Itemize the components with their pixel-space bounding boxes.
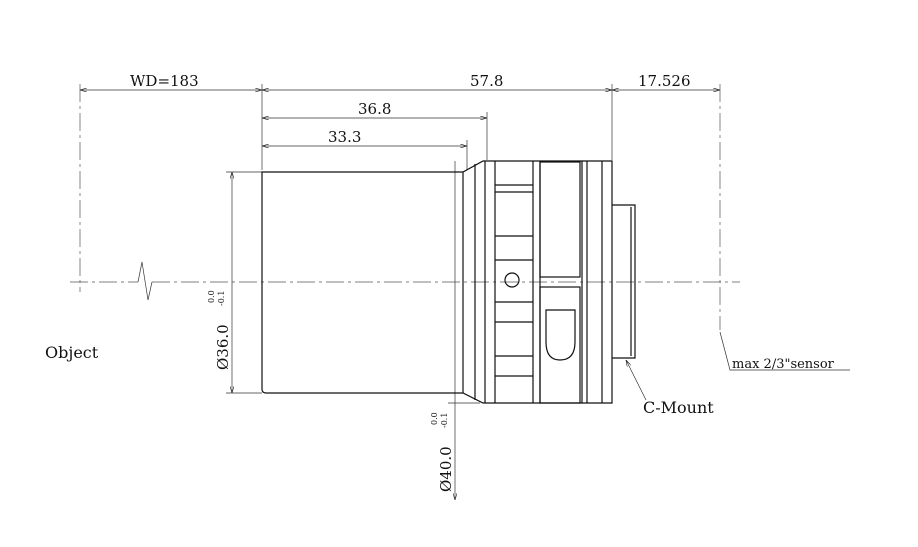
ring-tol-lower: -0.1: [440, 413, 449, 428]
flange-back-label: 17.526: [638, 72, 691, 90]
front-diameter-label: Ø36.0: [214, 324, 232, 370]
sensor-leader: [719, 331, 850, 371]
c-mount-label: C-Mount: [643, 398, 714, 417]
object-label: Object: [45, 343, 99, 362]
front-tol-lower: -0.1: [217, 291, 226, 306]
c-mount-thread: [612, 204, 636, 359]
c-mount-leader: [626, 360, 647, 401]
lock-screw-hole: [504, 272, 520, 288]
optical-axis: [70, 261, 740, 301]
front-tol-upper: 0.0: [207, 290, 216, 303]
barrel-length-1-label: 36.8: [358, 100, 391, 118]
extension-lines: [226, 84, 613, 404]
aperture-slot: [545, 309, 576, 361]
wd-label: WD=183: [130, 72, 199, 90]
ring-tol-upper: 0.0: [430, 412, 439, 425]
dimension-lines: [80, 90, 720, 500]
total-length-label: 57.8: [470, 72, 503, 90]
lens-body: [261, 160, 636, 404]
ring-diameter-label: Ø40.0: [437, 446, 455, 492]
dimension-labels: WD=183 57.8 17.526 36.8 33.3 Ø36.0 0.0 -…: [130, 72, 691, 492]
barrel-length-2-label: 33.3: [328, 128, 361, 146]
sensor-label: max 2/3"sensor: [732, 357, 835, 372]
